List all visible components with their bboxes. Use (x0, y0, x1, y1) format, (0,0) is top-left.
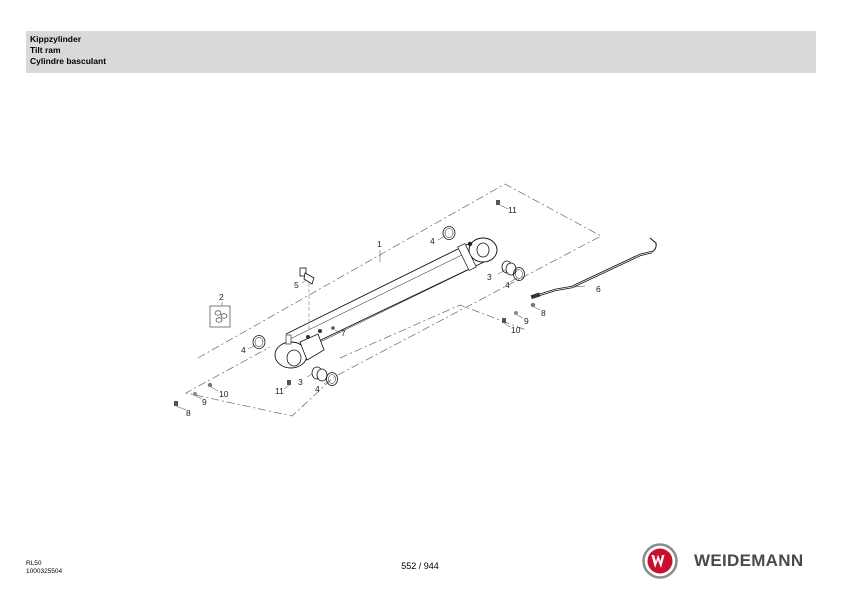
page-number: 552 / 944 (401, 561, 439, 571)
callout-1: 1 (377, 239, 382, 249)
callout-11-top: 11 (508, 205, 517, 215)
circlip-bottom (326, 372, 338, 386)
footer-model-info: RL50 1000325504 (26, 560, 62, 575)
callout-8-right: 8 (541, 308, 546, 318)
assembly-boundary-dashed (185, 183, 602, 417)
fitting-top-11 (496, 200, 500, 205)
fitting-right-8-9-10 (502, 302, 536, 323)
callout-11-bottom: 11 (275, 386, 284, 396)
title-english: Tilt ram (30, 45, 61, 55)
callout-2: 2 (219, 292, 224, 302)
callout-4-left: 4 (241, 345, 246, 355)
brand-block: WEIDEMANN (640, 543, 820, 579)
weidemann-w-logo-icon (642, 543, 678, 579)
circlip-left (252, 335, 266, 349)
callout-3-right: 3 (487, 272, 492, 282)
fitting-bottom-11 (287, 380, 291, 385)
bushing-bottom (311, 366, 328, 382)
bushing-right (501, 260, 517, 276)
title-french: Cylindre basculant (30, 56, 107, 66)
title-german: Kippzylinder (30, 34, 82, 44)
circlip-right (513, 267, 525, 281)
circlip-top (442, 226, 456, 240)
fitting-left-8-9-10 (174, 382, 213, 406)
assembly-boundary-inner-dashed (339, 304, 527, 359)
callout-4-right: 4 (505, 280, 510, 290)
brand-name: WEIDEMANN (694, 551, 804, 570)
callout-5: 5 (294, 280, 299, 290)
seal-kit-box (209, 305, 231, 328)
grease-nipple-7 (331, 326, 335, 330)
leader-lines (175, 204, 586, 411)
hydraulic-pipe (530, 237, 657, 300)
callout-10-right: 10 (511, 325, 521, 335)
elbow-fitting (299, 267, 315, 330)
callout-8-left: 8 (186, 408, 191, 418)
callout-3-bottom: 3 (298, 377, 303, 387)
callout-6: 6 (596, 284, 601, 294)
callout-7: 7 (341, 328, 346, 338)
page-header: Kippzylinder Tilt ram Cylindre basculant (26, 31, 816, 73)
callout-4-top: 4 (430, 236, 435, 246)
callout-10-left: 10 (219, 389, 229, 399)
callout-9-right: 9 (524, 316, 529, 326)
cylinder-barrel (274, 237, 498, 369)
model-code: RL50 (26, 560, 42, 567)
callout-4-bottom: 4 (315, 384, 320, 394)
part-number: 1000325504 (26, 567, 63, 575)
callout-9-left: 9 (202, 397, 207, 407)
